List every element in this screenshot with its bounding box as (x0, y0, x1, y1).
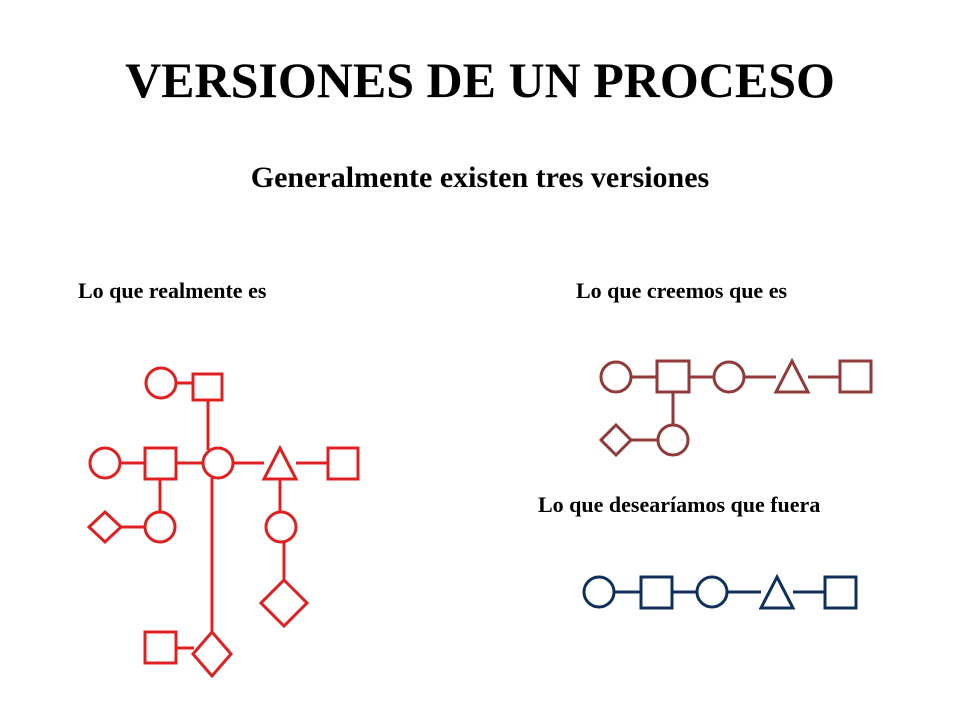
square-node (143, 630, 178, 665)
diagram-desired-process (582, 573, 858, 610)
diamond-node (258, 577, 310, 629)
square-node (838, 359, 873, 394)
label-desired-process: Lo que desearíamos que fuera (538, 492, 821, 517)
circle-node (582, 575, 616, 609)
circle-node (264, 510, 298, 544)
square-node (823, 575, 858, 610)
square-node (655, 359, 691, 394)
page-subtitle: Generalmente existen tres versiones (250, 161, 710, 194)
square-node (143, 446, 178, 481)
label-believed-process: Lo que creemos que es (576, 278, 788, 303)
circle-node (599, 360, 633, 394)
diagram-believed-process (598, 357, 873, 458)
square-node (639, 575, 674, 610)
square-node (326, 446, 360, 481)
circle-node (201, 446, 235, 480)
triangle-node (261, 444, 299, 481)
circle-node (695, 575, 729, 609)
circle-node (143, 510, 177, 544)
diamond-node (86, 509, 124, 545)
circle-node (656, 423, 690, 457)
diamond-node (598, 422, 634, 458)
circle-node (144, 366, 178, 400)
triangle-node (773, 357, 811, 394)
square-node (191, 372, 224, 402)
diagram-real-process (86, 366, 360, 679)
diamond-node (191, 629, 233, 679)
page-title: VERSIONES DE UN PROCESO (125, 52, 835, 108)
circle-node (712, 360, 746, 394)
triangle-node (758, 573, 796, 610)
label-real-process: Lo que realmente es (78, 278, 267, 303)
circle-node (88, 446, 122, 480)
